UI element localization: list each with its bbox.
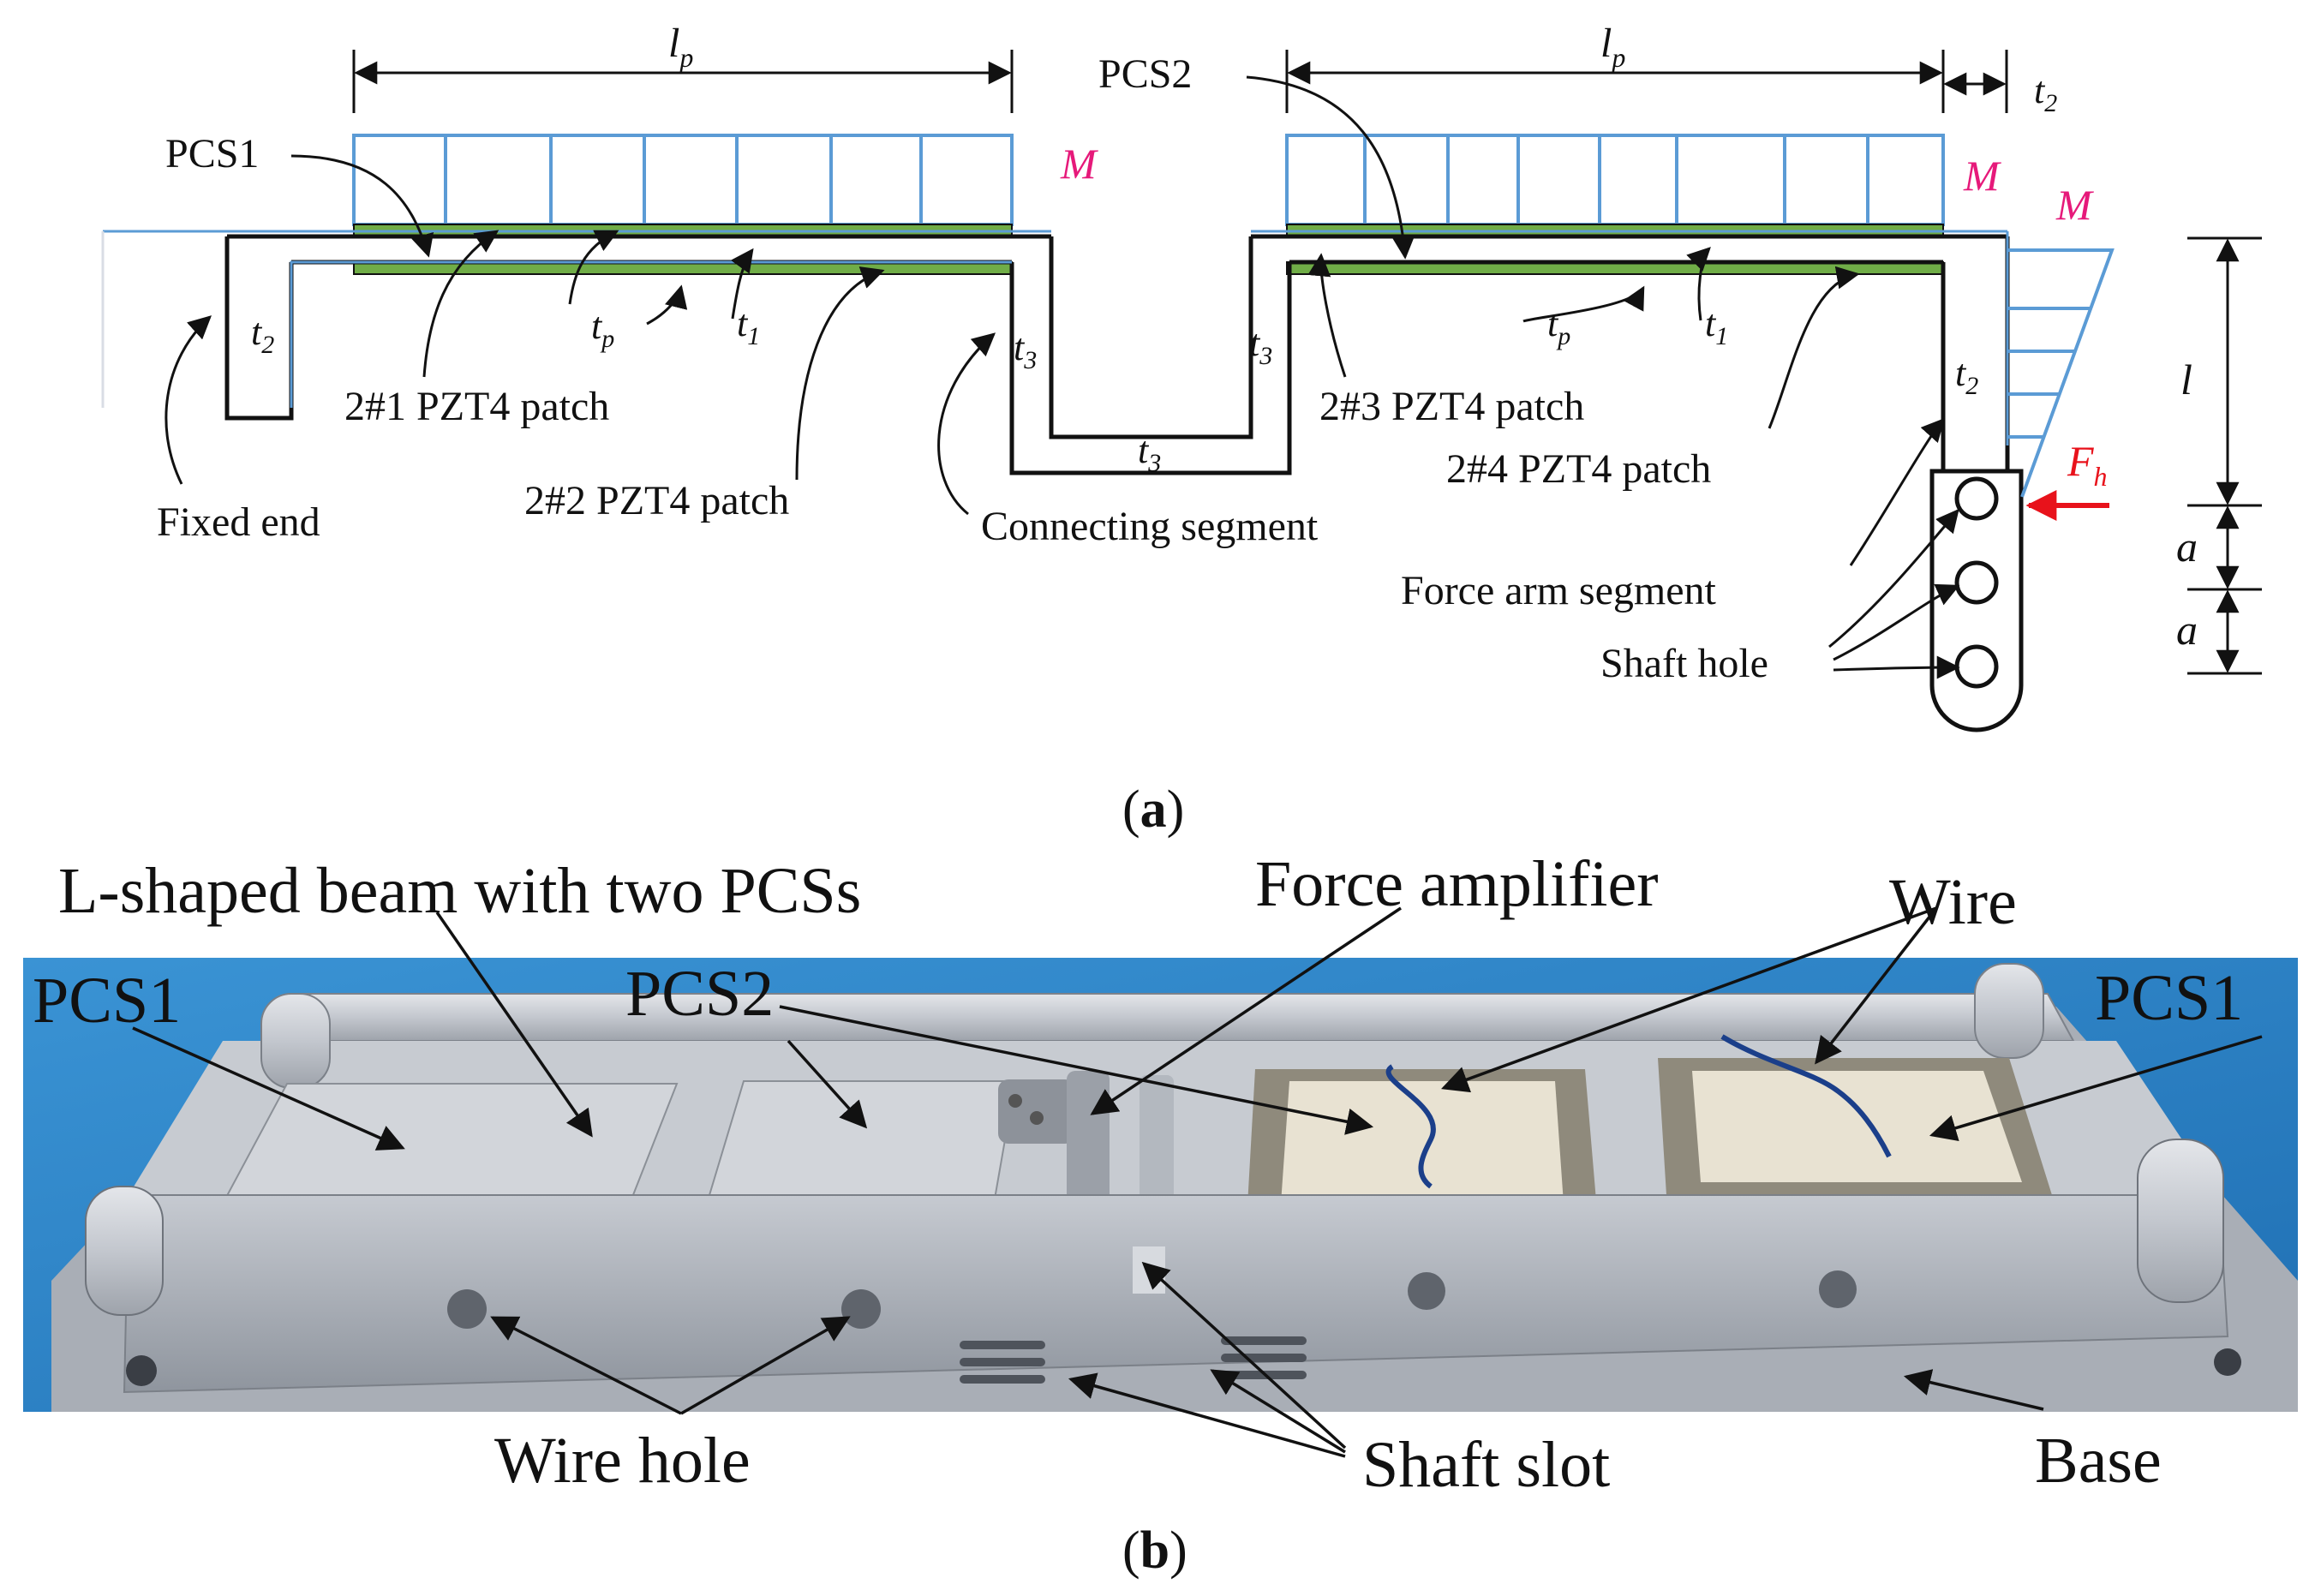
wire-label: Wire (1889, 866, 2017, 938)
dim-a-bottom: a (2176, 606, 2198, 654)
rear-wall (272, 993, 2075, 1042)
base-hole-left (126, 1355, 157, 1386)
t2-arm-symbol: t2 (1955, 352, 1978, 400)
connecting-segment-label: Connecting segment (981, 504, 1319, 549)
moment-label-right: M (2055, 181, 2094, 229)
pcs2-label-b: PCS2 (625, 958, 774, 1030)
pcs1-block-left (221, 1083, 679, 1204)
patch4-label: 2#4 PZT4 patch (1446, 446, 1711, 492)
leader-lines-a (165, 75, 1960, 679)
pcs1-ceramic-patch-right (1692, 1071, 2022, 1182)
t3-right-symbol: t3 (1249, 322, 1272, 370)
force-arm-segment-label: Force arm segment (1401, 568, 1717, 613)
patch1-label: 2#1 PZT4 patch (344, 384, 609, 429)
shaft-hole-1 (1954, 476, 1999, 521)
tp-right-symbol: tp (1547, 302, 1570, 350)
wire-left (1385, 1064, 1436, 1189)
end-post-left (260, 993, 331, 1089)
t2-fixed-symbol: t2 (251, 311, 274, 359)
moment-triangle (2007, 248, 2115, 498)
lp-left-symbol: lp (668, 21, 693, 73)
t3-bottom-symbol: t3 (1138, 429, 1161, 477)
pcs1-label-a: PCS1 (165, 131, 259, 176)
front-hole-3 (1408, 1272, 1445, 1310)
leader-lines-b (132, 906, 2263, 1458)
moment-distribution-left (352, 134, 1014, 226)
beam-label: L-shaped beam with two PCSs (58, 855, 861, 927)
pcs1-label-left: PCS1 (33, 965, 181, 1037)
lp-right-symbol: lp (1600, 21, 1625, 73)
base-label: Base (2035, 1425, 2162, 1497)
dim-a-top: a (2176, 523, 2198, 571)
t3-left-symbol: t3 (1014, 326, 1037, 374)
dimension-vertical (2187, 236, 2262, 675)
dimension-lp-left (352, 50, 1014, 113)
wire-hole-right (841, 1289, 881, 1329)
patch2-label: 2#2 PZT4 patch (524, 478, 789, 523)
panel-a-schematic: lp lp t2 M M M (101, 21, 2262, 839)
force-symbol: Fh (2067, 437, 2108, 492)
wire-hole-label: Wire hole (494, 1425, 751, 1497)
wire-right (1720, 1034, 1892, 1158)
caption-a: (a) (1122, 780, 1184, 839)
shaft-hole-2 (1954, 560, 1999, 605)
beam-neutral-outline (101, 230, 2009, 445)
base-hole-right (2214, 1348, 2241, 1376)
tp-left-symbol: tp (591, 305, 614, 353)
moment-distribution-right (1285, 134, 1945, 226)
pcs2-block (705, 1080, 1017, 1204)
dimension-lp-right (1285, 50, 2008, 113)
end-post-right (1974, 963, 2044, 1059)
fixed-end-label: Fixed end (157, 499, 320, 545)
dim-l-symbol: l (2180, 356, 2192, 403)
shaft-slot-label: Shaft slot (1362, 1429, 1610, 1501)
pcs1-label-right: PCS1 (2095, 962, 2243, 1034)
pcs2-label-a: PCS2 (1098, 51, 1192, 97)
front-post-right (2137, 1139, 2224, 1303)
moment-label-left: M (1060, 140, 1098, 188)
moment-label-mid: M (1963, 152, 2001, 200)
shaft-hole-3 (1954, 644, 1999, 689)
shaft-hole-label: Shaft hole (1600, 641, 1768, 686)
front-hole-4 (1819, 1270, 1857, 1308)
t1-left-symbol: t1 (737, 302, 760, 350)
caption-b: (b) (1122, 1521, 1187, 1580)
t2-top-symbol: t2 (2034, 69, 2057, 117)
patch3-label: 2#3 PZT4 patch (1319, 384, 1584, 429)
pcs2-ceramic-patch (1281, 1081, 1564, 1204)
front-post-left (85, 1186, 164, 1316)
panel-b-photo: L-shaped beam with two PCSs Force amplif… (23, 848, 2298, 1580)
t1-right-symbol: t1 (1705, 302, 1728, 350)
force-amplifier-label: Force amplifier (1255, 848, 1659, 920)
wire-hole-left (447, 1289, 487, 1329)
